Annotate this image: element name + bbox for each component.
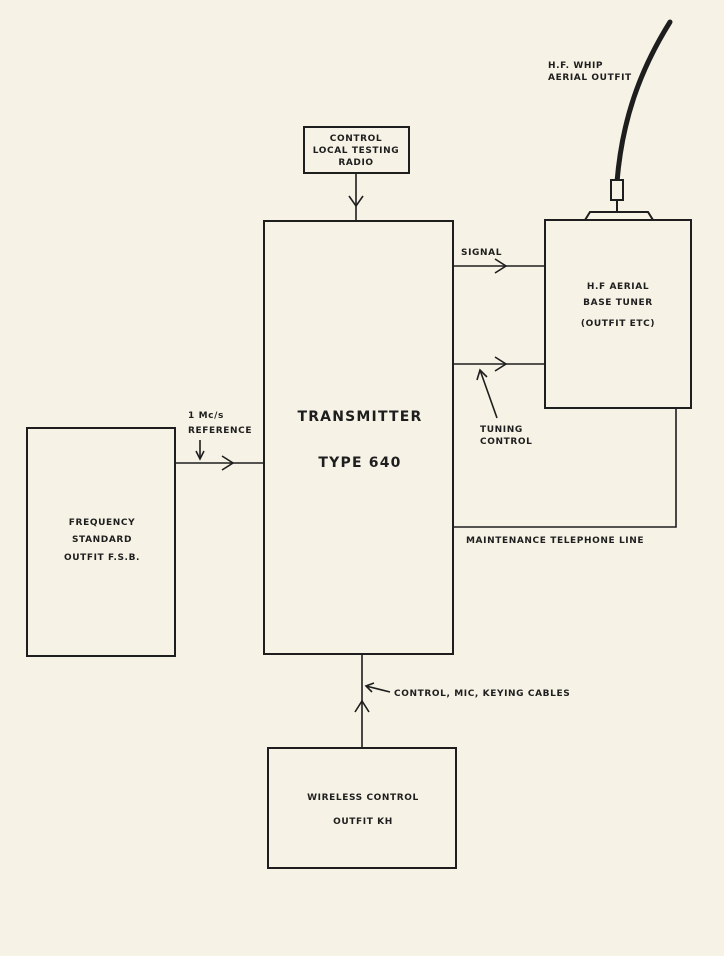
- whip-aerial: H.F. WHIP AERIAL OUTFIT: [548, 19, 673, 221]
- frequency-standard-box: FREQUENCY STANDARD OUTFIT F.S.B.: [26, 427, 176, 657]
- tuning-label-line2: CONTROL: [480, 437, 532, 447]
- cables-leader-arrowhead: [364, 682, 375, 693]
- whip-label-line1: H.F. WHIP: [548, 61, 603, 71]
- transmitter-box: TRANSMITTER TYPE 640: [263, 220, 454, 655]
- signal-arrowhead: [494, 258, 508, 274]
- wireless-control-line2: OUTFIT KH: [333, 817, 393, 827]
- tuning-leader-line: [479, 369, 498, 419]
- tuner-line1: H.F AERIAL: [587, 282, 649, 292]
- transmitter-box-outline: [263, 220, 454, 655]
- tuner-line2: BASE TUNER: [583, 298, 653, 308]
- wireless-control-box: WIRELESS CONTROL OUTFIT KH: [267, 747, 457, 869]
- wireless-control-outline: [267, 747, 457, 869]
- cables-label: CONTROL, MIC, KEYING CABLES: [394, 689, 570, 699]
- control-box-line1: CONTROL: [330, 134, 382, 144]
- wireless-control-line1: WIRELESS CONTROL: [307, 793, 419, 803]
- signal-label: SIGNAL: [461, 248, 502, 258]
- maintenance-telephone-line: [453, 408, 677, 528]
- whip-antenna-rod: [614, 19, 673, 185]
- control-local-testing-radio-box: CONTROL LOCAL TESTING RADIO: [303, 126, 410, 174]
- transmitter-title: TRANSMITTER: [297, 409, 422, 425]
- reference-leader-arrowhead: [195, 450, 205, 461]
- reference-arrowhead: [221, 455, 235, 471]
- whip-mount-plate: [583, 211, 655, 221]
- control-box-line2: LOCAL TESTING: [313, 146, 399, 156]
- frequency-standard-outline: [26, 427, 176, 657]
- control-box-line3: RADIO: [338, 158, 373, 168]
- aerial-base-tuner-box: H.F AERIAL BASE TUNER (OUTFIT ETC): [544, 219, 692, 409]
- control-to-transmitter-arrowhead: [348, 195, 364, 208]
- whip-label-line2: AERIAL OUTFIT: [548, 73, 632, 83]
- cables-arrowhead: [354, 699, 370, 713]
- tuner-line3: (OUTFIT ETC): [581, 319, 655, 329]
- frequency-standard-line3: OUTFIT F.S.B.: [64, 553, 140, 563]
- frequency-standard-line1: FREQUENCY: [69, 518, 135, 528]
- tuning-control-arrowhead: [494, 356, 508, 372]
- reference-label-line2: REFERENCE: [188, 426, 252, 436]
- reference-label-line1: 1 Mc/s: [188, 411, 224, 421]
- transmitter-type: TYPE 640: [318, 455, 401, 471]
- frequency-standard-line2: STANDARD: [72, 535, 132, 545]
- maintenance-label: MAINTENANCE TELEPHONE LINE: [466, 536, 644, 546]
- whip-base-insulator: [610, 179, 624, 201]
- cables-leader-line: [365, 685, 391, 693]
- tuner-box-outline: [544, 219, 692, 409]
- tuning-label-line1: TUNING: [480, 425, 523, 435]
- tuning-leader-arrowhead: [476, 368, 488, 381]
